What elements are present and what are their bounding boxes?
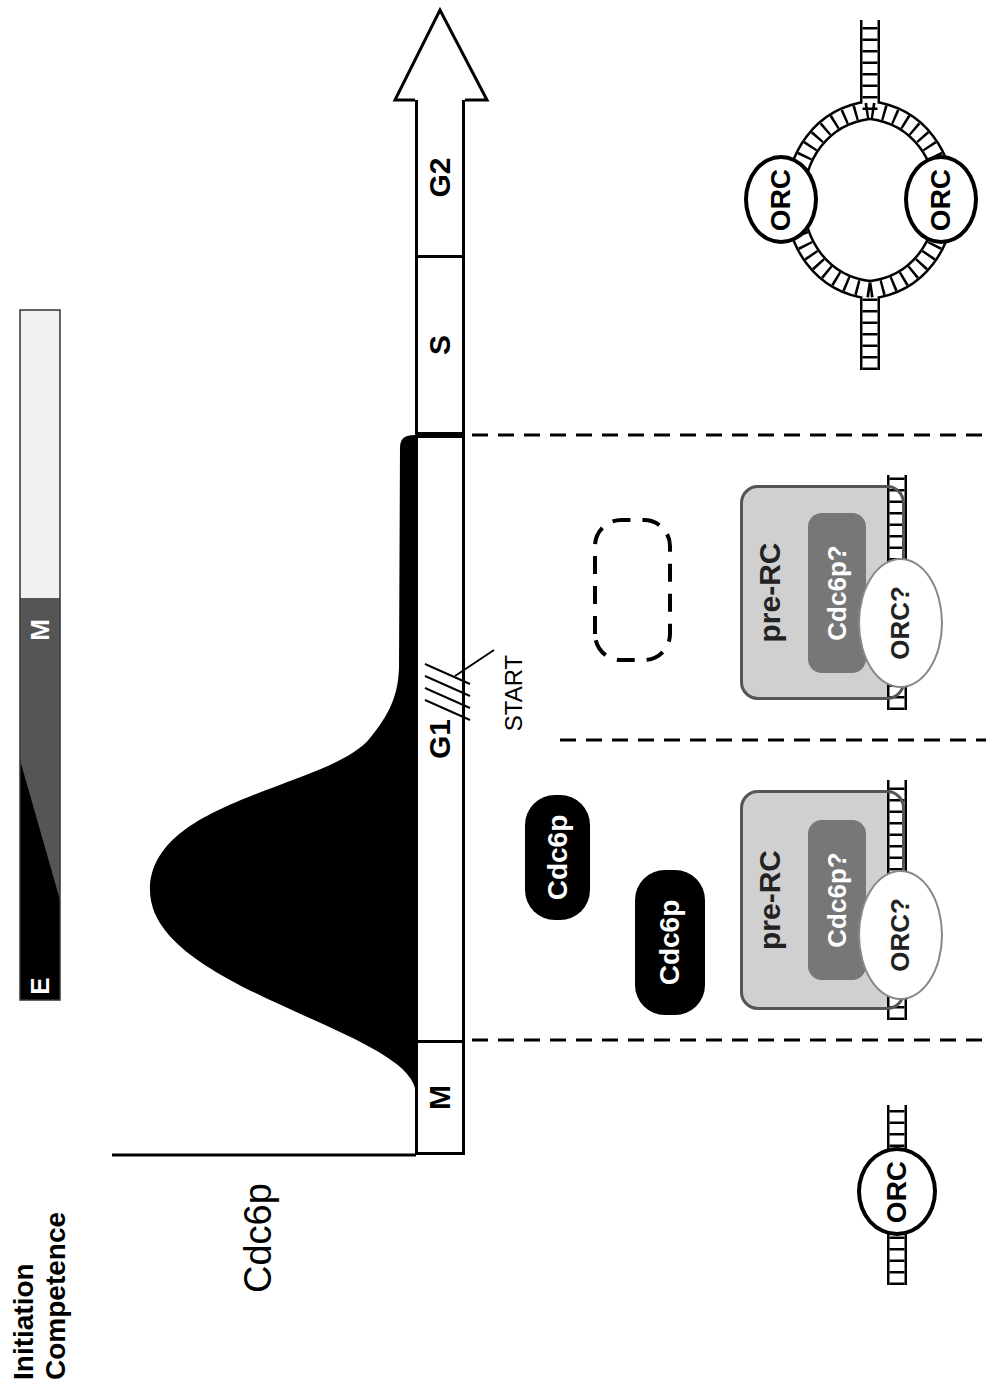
node-text: ORC [881,1161,913,1223]
node-text: Cdc6p? [822,852,853,947]
cdc6p-protein: Cdc6p [525,795,590,920]
node-text: M [423,1085,457,1110]
degraded-cdc6p-outline [595,520,670,660]
node-text: ORC [765,169,797,231]
orc-complex: ORC [857,1148,937,1237]
text-label: E [22,966,58,1006]
cdc6p-curve [150,435,415,1088]
text-label: M [22,610,58,650]
start-hatch [425,650,494,720]
node-text: G2 [423,157,457,197]
pre-rc-box: pre-RCCdc6p?ORC? [740,790,905,1010]
node-text: Cdc6p? [822,545,853,640]
competence-bar-light [20,310,60,598]
node-text: pre-RC [753,543,787,643]
node-text: G1 [423,719,457,759]
y-axis [112,1154,416,1157]
cdc6p-query-box: Cdc6p? [808,820,866,980]
pre-rc-box: pre-RCCdc6p?ORC? [740,485,905,700]
phase-segment: S [415,255,465,435]
phase-segment: G2 [415,100,465,255]
orc-query-ellipse: ORC? [858,558,943,688]
node-text: ORC [925,169,957,231]
text-label: START [500,638,529,748]
orc-complex: ORC [744,156,818,245]
node-text: ORC? [885,898,916,972]
orc-complex: ORC [904,156,978,245]
cdc6p-query-box: Cdc6p? [808,513,866,673]
node-text: Cdc6p [542,815,574,901]
cdc6p-protein: Cdc6p [635,870,705,1015]
phase-separator [472,435,986,1040]
node-text: ORC? [885,586,916,660]
text-label: Initiation Competence [8,1190,72,1380]
competence-bar-grey [20,598,60,1000]
node-text: S [423,335,457,355]
timeline-arrowhead [395,10,487,100]
phase-segment: M [415,1040,465,1155]
competence-bar-outline [20,310,60,1000]
orc-query-ellipse: ORC? [858,870,943,1000]
text-label: Cdc6p [236,1163,282,1293]
node-text: pre-RC [753,850,787,950]
competence-bar-black [20,760,60,1000]
node-text: Cdc6p [654,900,686,986]
phase-segment: G1 [415,435,465,1040]
